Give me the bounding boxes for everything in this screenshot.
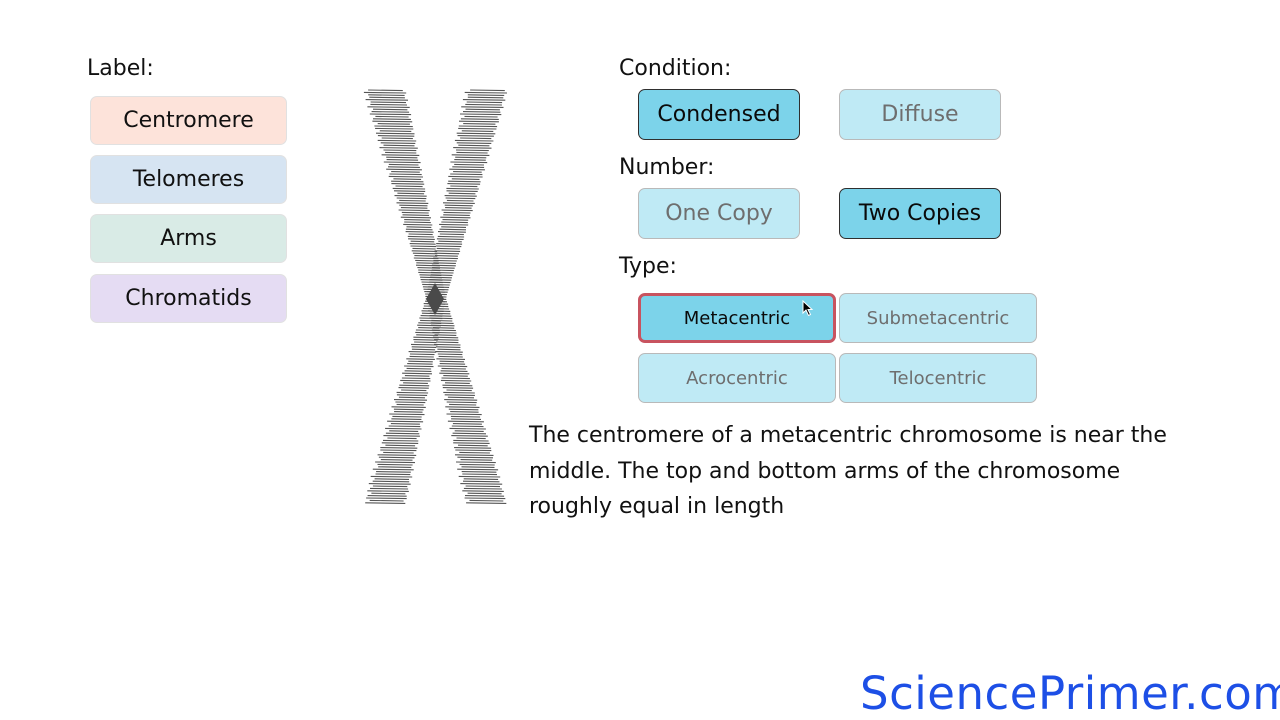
type-heading: Type: — [619, 254, 677, 279]
condensed-label: Condensed — [657, 102, 780, 127]
label-chromatids-button[interactable]: Chromatids — [90, 274, 287, 323]
brand-logo-text: SciencePrimer.com — [860, 667, 1280, 720]
label-heading: Label: — [87, 56, 154, 81]
two-copies-label: Two Copies — [859, 201, 981, 226]
chromosome-illustration — [355, 82, 520, 512]
diffuse-label: Diffuse — [881, 102, 958, 127]
one-copy-button[interactable]: One Copy — [638, 188, 800, 239]
label-telomeres-text: Telomeres — [133, 167, 244, 192]
one-copy-label: One Copy — [665, 201, 773, 226]
label-arms-button[interactable]: Arms — [90, 214, 287, 263]
submetacentric-label: Submetacentric — [867, 308, 1010, 329]
label-centromere-text: Centromere — [123, 108, 254, 133]
two-copies-button[interactable]: Two Copies — [839, 188, 1001, 239]
condensed-button[interactable]: Condensed — [638, 89, 800, 140]
label-chromatids-text: Chromatids — [125, 286, 251, 311]
acrocentric-button[interactable]: Acrocentric — [638, 353, 836, 403]
label-centromere-button[interactable]: Centromere — [90, 96, 287, 145]
submetacentric-button[interactable]: Submetacentric — [839, 293, 1037, 343]
diffuse-button[interactable]: Diffuse — [839, 89, 1001, 140]
label-telomeres-button[interactable]: Telomeres — [90, 155, 287, 204]
label-arms-text: Arms — [160, 226, 217, 251]
metacentric-label: Metacentric — [684, 308, 790, 329]
type-description: The centromere of a metacentric chromoso… — [529, 418, 1189, 525]
condition-heading: Condition: — [619, 56, 731, 81]
acrocentric-label: Acrocentric — [686, 368, 788, 389]
telocentric-button[interactable]: Telocentric — [839, 353, 1037, 403]
number-heading: Number: — [619, 155, 714, 180]
mouse-cursor-icon — [802, 300, 814, 317]
telocentric-label: Telocentric — [890, 368, 987, 389]
